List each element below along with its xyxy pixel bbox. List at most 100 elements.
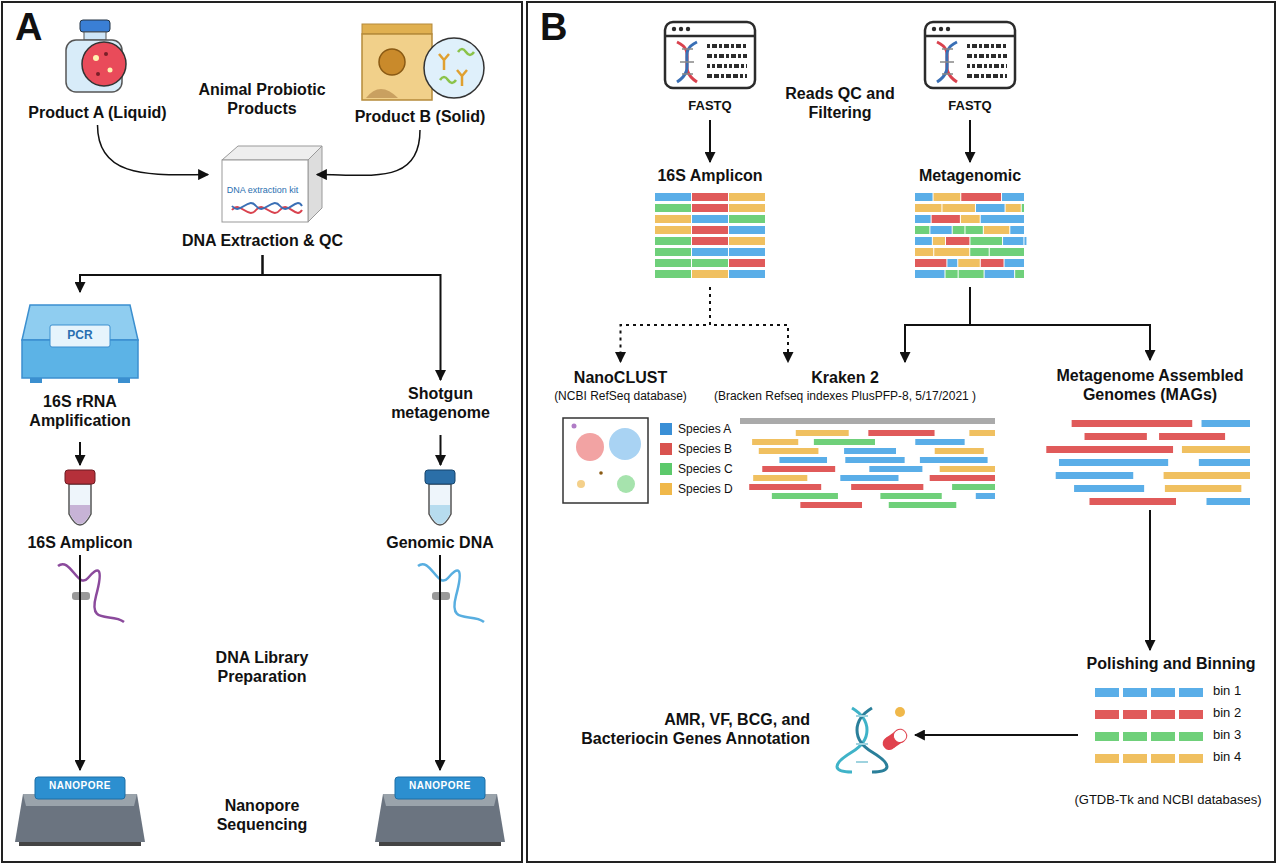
read-bar xyxy=(915,204,941,212)
read-bar xyxy=(930,226,951,234)
read-bar xyxy=(946,237,969,245)
extraction-kit: DNA extraction kitDNA Extraction & QC xyxy=(173,135,352,255)
read-bar xyxy=(692,237,728,245)
read-bar xyxy=(692,193,728,201)
bottle-icon xyxy=(84,32,106,40)
gene-icon xyxy=(837,707,909,772)
node-text: (NCBI RefSeq database) xyxy=(548,389,693,403)
legend-swatch xyxy=(660,463,672,475)
read-bars xyxy=(655,193,1250,763)
read-bar xyxy=(1151,754,1175,763)
flow-arrow xyxy=(98,125,209,175)
flow-arrow xyxy=(439,555,441,770)
read-bar xyxy=(1206,498,1250,505)
read-bar xyxy=(779,457,827,463)
node-text: DNA Extraction & QC xyxy=(175,231,350,250)
read-bar xyxy=(655,193,691,201)
sequencer: NANOPORE xyxy=(370,770,510,850)
bag-icon xyxy=(440,49,474,83)
read-bar xyxy=(1151,710,1175,719)
read-bar xyxy=(1179,754,1203,763)
bubble-chart xyxy=(609,428,641,460)
tube-icon xyxy=(70,505,90,524)
group-label: Reads QC and Filtering xyxy=(780,84,900,122)
node-text: FASTQ xyxy=(925,98,1015,114)
group-label: Animal Probiotic Products xyxy=(192,80,332,118)
legend-swatch xyxy=(660,483,672,495)
read-bar xyxy=(970,248,988,256)
read-bar xyxy=(981,259,1004,267)
kit-icon xyxy=(222,146,322,222)
file-icon xyxy=(925,22,1015,88)
read-bar xyxy=(729,248,765,256)
legend-swatch xyxy=(660,443,672,455)
flow-arrow xyxy=(79,442,81,465)
flow-arrow xyxy=(440,435,442,465)
bottle-icon xyxy=(93,55,99,61)
legend-row: Species B xyxy=(660,440,732,458)
read-bar xyxy=(915,226,929,234)
read-bar xyxy=(933,237,945,245)
read-bar xyxy=(984,226,1009,234)
read-bar xyxy=(1095,732,1119,741)
read-bar xyxy=(845,457,904,463)
bin-label: bin 1 xyxy=(1213,683,1263,699)
read-bar xyxy=(915,237,932,245)
legend-text: Species C xyxy=(678,462,733,476)
read-bar xyxy=(1123,732,1147,741)
dna-strand xyxy=(58,564,484,622)
fastq-file: FASTQ xyxy=(660,18,760,120)
node-text: (Bracken Refseq indexes PlusPFP-8, 5/17/… xyxy=(697,389,993,403)
legend-text: Species D xyxy=(678,482,733,496)
bubble-chart xyxy=(576,433,604,461)
node-text: Kraken 2 xyxy=(785,368,905,387)
flow-arrow xyxy=(79,555,81,770)
panel-letter: A xyxy=(15,5,75,51)
read-bar xyxy=(947,259,957,267)
pcr-machine: PCR16S rRNA Amplification xyxy=(10,292,150,442)
legend-text: Species B xyxy=(678,442,732,456)
read-bar xyxy=(655,226,691,234)
read-bar xyxy=(655,215,691,223)
node-text: Polishing and Binning xyxy=(1080,654,1262,673)
node-text: Metagenomic xyxy=(903,166,1038,185)
bag-icon xyxy=(439,54,467,86)
classifier-tool: Kraken 2 (Bracken Refseq indexes PlusPFP-… xyxy=(695,362,995,410)
read-bar xyxy=(1123,710,1147,719)
panel: AProduct A (Liquid)Product B (Solid)DNA … xyxy=(3,3,521,861)
read-bar xyxy=(934,193,961,201)
tube-icon xyxy=(429,484,451,525)
read-bar xyxy=(800,502,862,508)
read-bar xyxy=(1085,433,1147,440)
gene-icon xyxy=(857,708,887,772)
read-bar xyxy=(934,248,969,256)
read-bar xyxy=(868,430,934,436)
read-bar xyxy=(729,204,765,212)
read-bar xyxy=(729,270,765,278)
read-bar xyxy=(1123,754,1147,763)
read-bar xyxy=(915,270,945,278)
sample-tube: Genomic DNA xyxy=(375,465,505,555)
legend-row: Species D xyxy=(660,480,733,498)
pcr-icon xyxy=(118,378,130,383)
read-bar xyxy=(932,215,960,223)
group-label: DNA Library Preparation xyxy=(202,648,322,686)
read-bar xyxy=(1056,472,1134,479)
node-text: NanoCLUST xyxy=(548,368,693,387)
read-bar xyxy=(952,484,995,490)
read-bar xyxy=(840,475,898,481)
read-bar xyxy=(1095,688,1119,697)
database-note: (GTDB-Tk and NCBI databases) xyxy=(1058,792,1277,808)
pcr-icon xyxy=(22,305,138,383)
read-bar xyxy=(1015,270,1024,278)
node-text: NANOPORE xyxy=(30,780,130,792)
node-text: NANOPORE xyxy=(390,780,490,792)
bottle-icon xyxy=(96,72,100,76)
bag-icon xyxy=(362,24,432,34)
read-bar xyxy=(692,259,728,267)
read-bar xyxy=(958,259,980,267)
node-text: AMR, VF, BCG, and Bacteriocin Genes Anno… xyxy=(575,710,810,748)
read-bar xyxy=(844,448,896,454)
sequencer-icon xyxy=(15,777,145,846)
gene-icon xyxy=(895,707,905,717)
